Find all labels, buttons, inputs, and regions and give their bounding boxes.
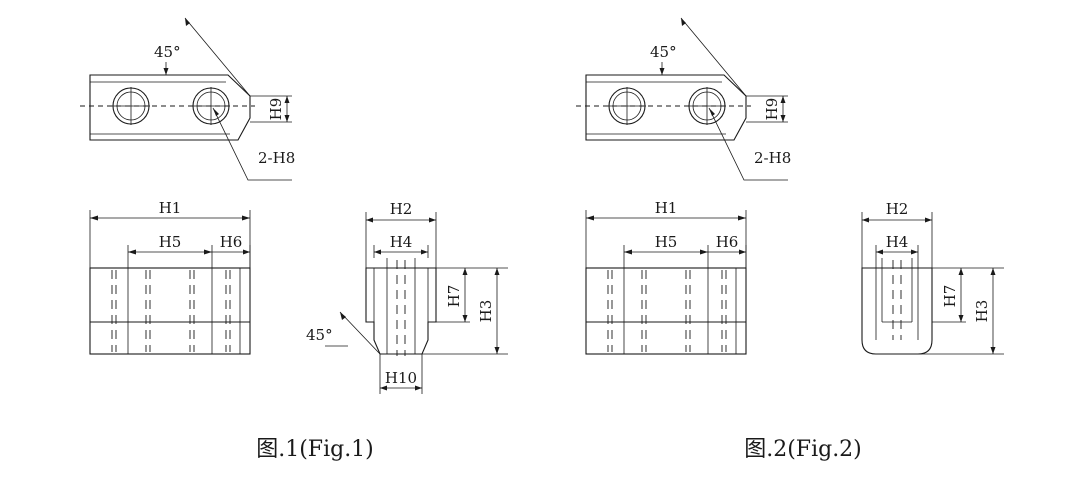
fig2-h6-label: H6 [716,233,739,251]
fig1-h5-label: H5 [159,233,182,251]
fig2-front-view: H1 H5 H6 [585,199,747,355]
fig1-holes-label: 2-H8 [258,149,295,167]
fig1-angle-top-label: 45° [154,43,181,61]
fig2-side-view: H2 H4 H7 H3 [861,200,1004,355]
fig1-h6-label: H6 [220,233,243,251]
fig2-h7-label: H7 [941,285,959,308]
fig1-h3-label: H3 [477,300,495,323]
fig2-holes-label: 2-H8 [754,149,791,167]
fig2-h9-label: H9 [763,98,781,121]
fig1-front-view: H1 H5 H6 [89,199,251,355]
fig1-h1-label: H1 [159,199,182,217]
fig1-h9-label: H9 [267,98,285,121]
fig1-h4-label: H4 [390,233,413,251]
fig2-top-view: H9 45° 2-H8 [576,17,791,181]
figure-2: H9 45° 2-H8 [576,17,1004,462]
fig1-side-view: H2 H4 H7 H3 H10 45° [306,200,508,394]
fig2-h3-label: H3 [973,300,991,323]
fig1-angle-side-label: 45° [306,326,333,344]
fig1-h10-label: H10 [385,369,417,387]
figure-1: H9 45° 2-H8 [80,17,508,462]
fig1-top-view: H9 45° 2-H8 [80,17,295,181]
fig2-caption: 图.2(Fig.2) [744,437,862,462]
fig1-caption: 图.1(Fig.1) [256,437,374,462]
fig1-h2-label: H2 [390,200,413,218]
fig2-h4-label: H4 [886,233,909,251]
fig1-h7-label: H7 [445,285,463,308]
fig2-angle-top-label: 45° [650,43,677,61]
fig2-h5-label: H5 [655,233,678,251]
fig2-h2-label: H2 [886,200,909,218]
fig2-h1-label: H1 [655,199,678,217]
